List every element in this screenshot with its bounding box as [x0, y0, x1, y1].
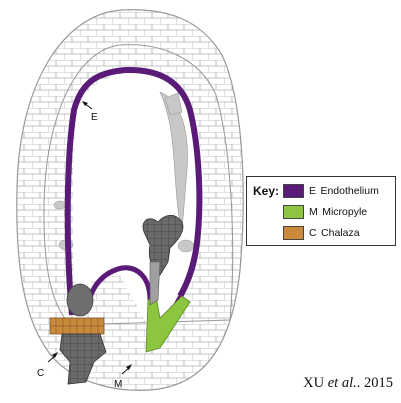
- label-c: C: [37, 368, 44, 379]
- legend-item-chalaza: C Chalaza: [283, 225, 360, 241]
- legend-letter: M: [309, 206, 318, 218]
- legend-swatch-chalaza: [283, 226, 304, 240]
- credit-year: 2015: [364, 375, 393, 391]
- legend-item-micropyle: M Micropyle: [283, 204, 367, 220]
- label-m: M: [114, 379, 122, 390]
- legend-letter: E: [309, 185, 316, 197]
- legend-item-endothelium: E Endothelium: [283, 183, 379, 199]
- remnant-blob-right: [178, 240, 194, 252]
- legend-box: Key: E Endothelium M Micropyle C Chalaza: [246, 176, 396, 246]
- legend-name: Endothelium: [320, 185, 378, 197]
- remnant-blob-left: [54, 201, 66, 209]
- legend-title: Key:: [253, 184, 279, 198]
- figure-credit: XU et al.. 2015: [303, 375, 393, 392]
- credit-author: XU: [303, 375, 324, 391]
- label-e: E: [91, 112, 98, 123]
- antipodal-mass: [67, 284, 93, 316]
- legend-swatch-micropyle: [283, 205, 304, 219]
- legend-swatch-endothelium: [283, 184, 304, 198]
- legend-name: Micropyle: [322, 206, 367, 218]
- credit-etal: et al.: [328, 375, 357, 391]
- legend-letter: C: [309, 227, 317, 239]
- legend-name: Chalaza: [321, 227, 360, 239]
